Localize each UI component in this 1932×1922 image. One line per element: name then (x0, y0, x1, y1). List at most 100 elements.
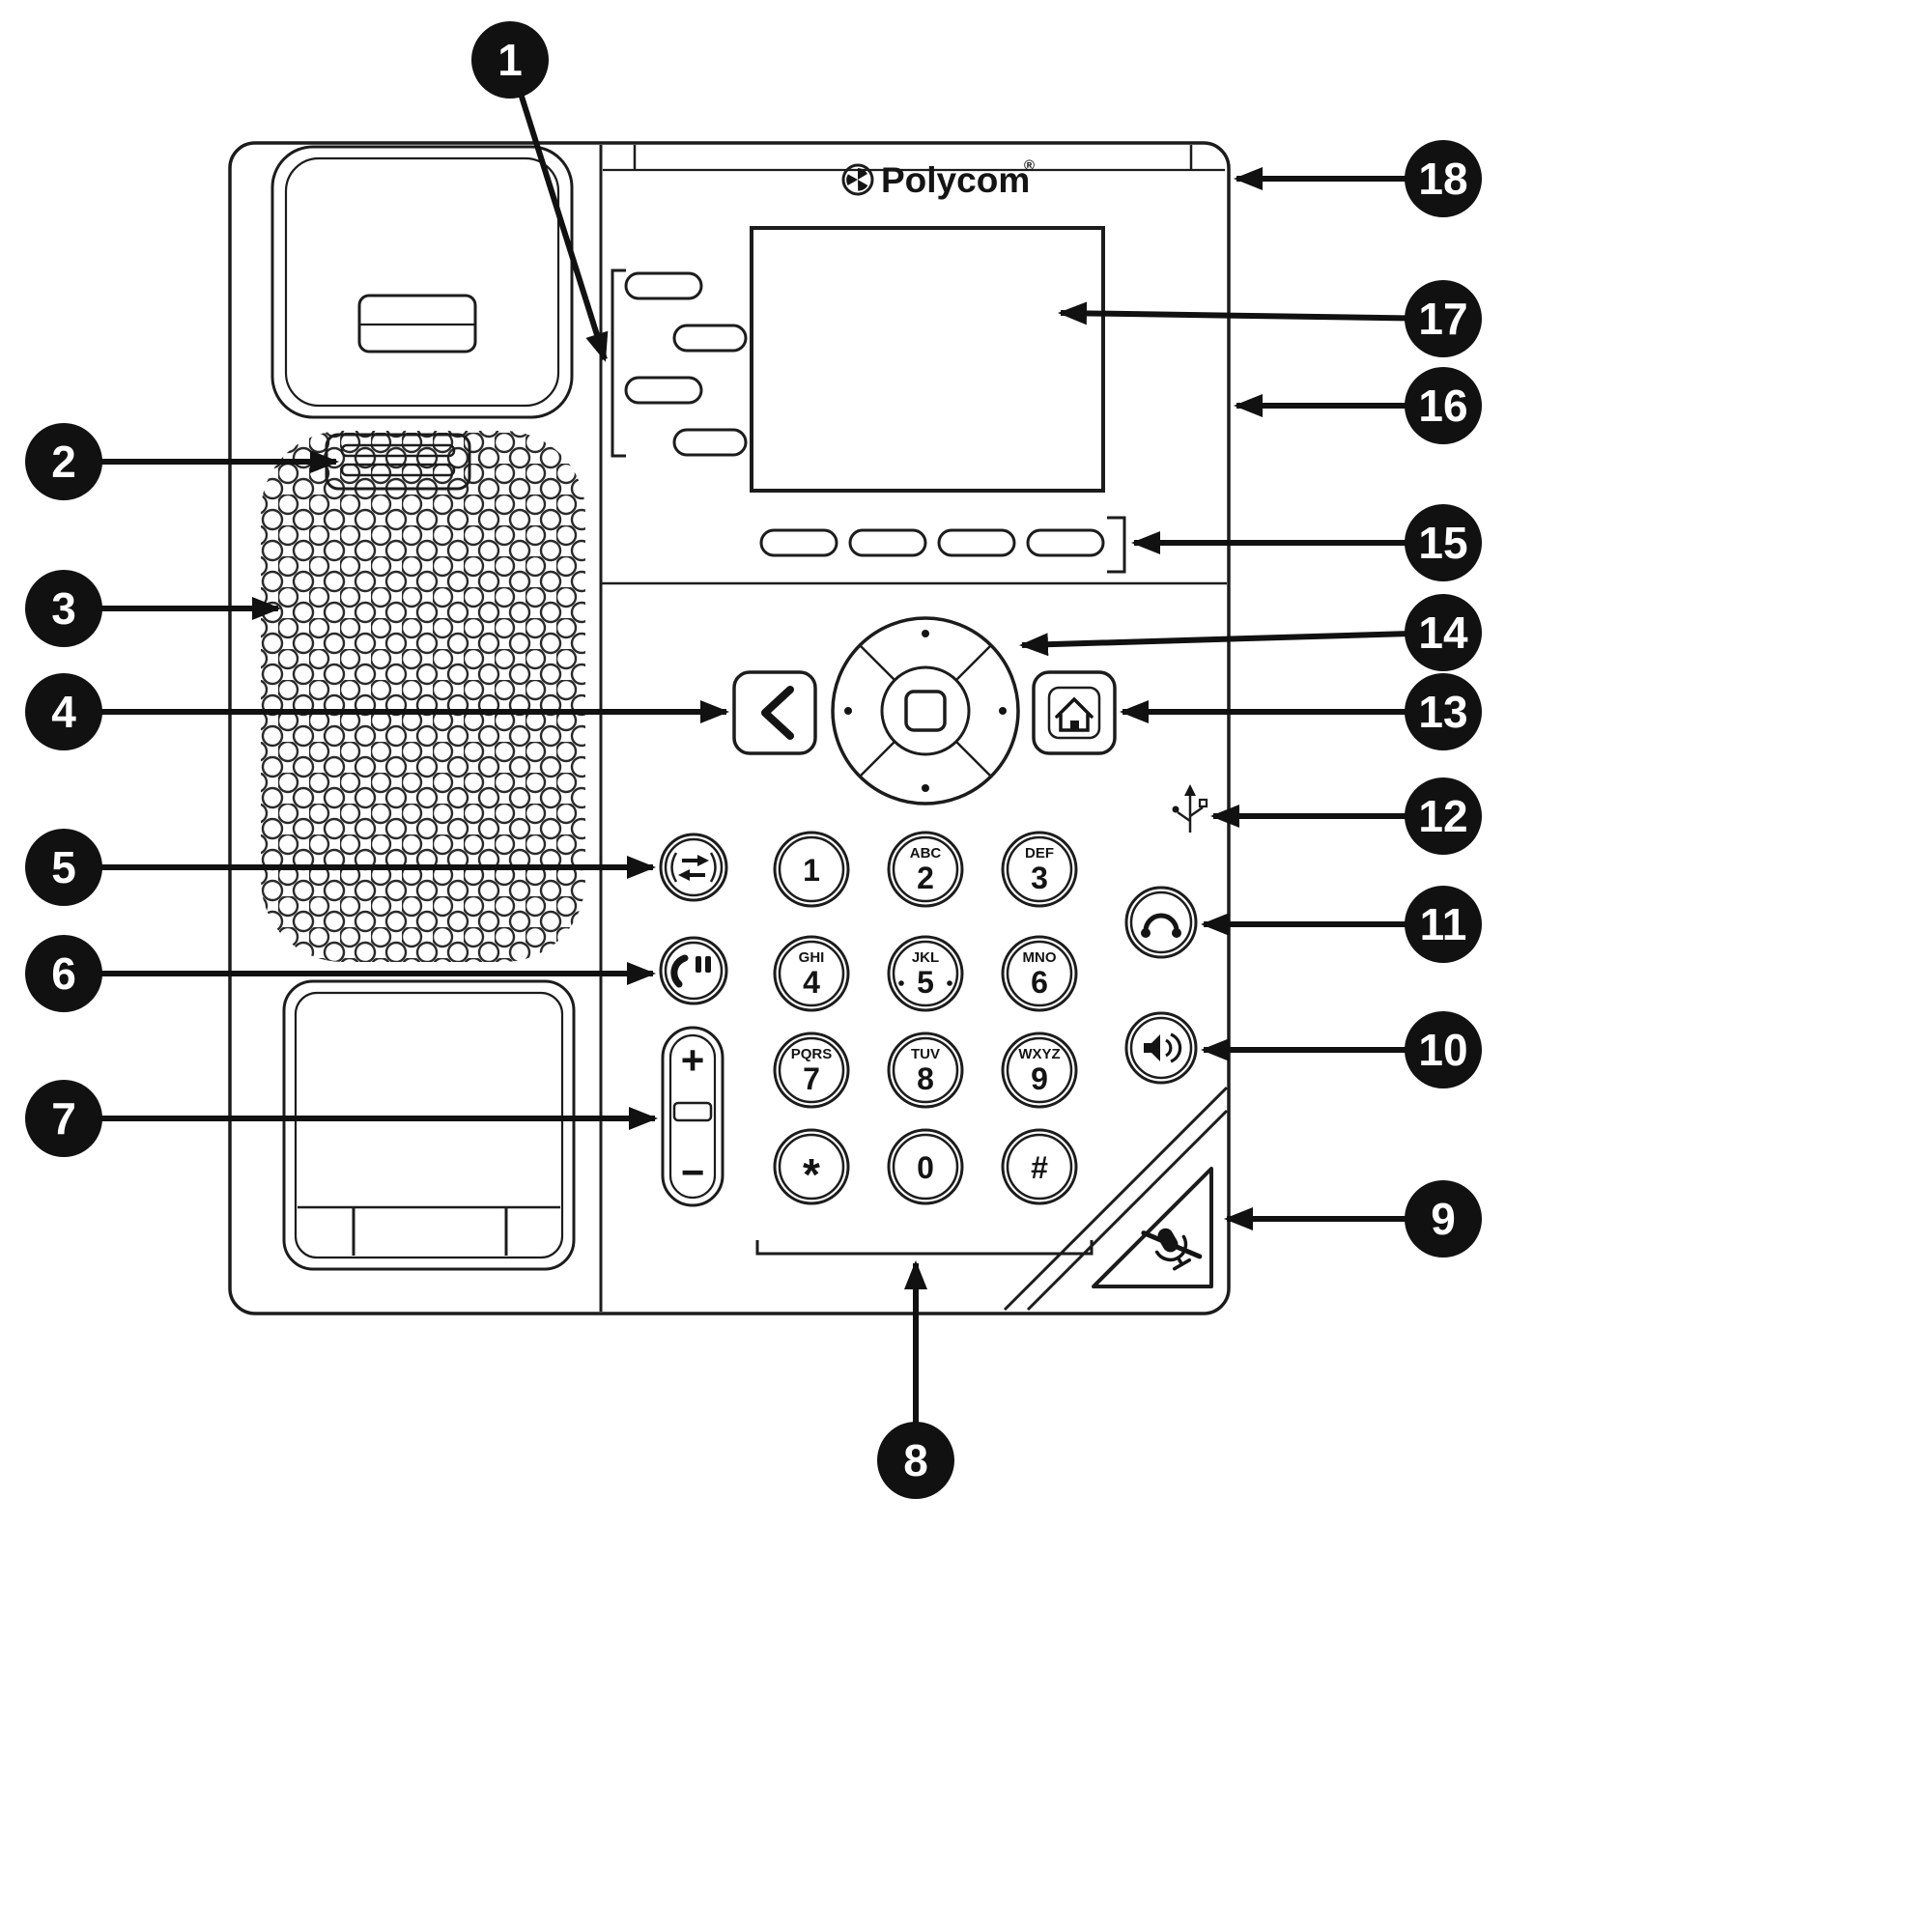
callout-14-number: 14 (1418, 608, 1468, 658)
nav-up-dot (922, 630, 929, 637)
key-digit: 9 (1031, 1061, 1048, 1096)
line-keys-bracket (611, 269, 626, 458)
tactile-dot (898, 980, 904, 986)
keypad-key-2[interactable]: ABC 2 (887, 831, 964, 908)
mute-key[interactable] (1003, 1086, 1229, 1312)
keypad-key-1[interactable]: 1 (773, 831, 850, 908)
keypad-key-7[interactable]: PQRS 7 (773, 1032, 850, 1109)
callout-13: 13 (1405, 673, 1482, 750)
callout-arrows (64, 59, 1444, 1460)
key-digit: # (1031, 1150, 1048, 1185)
nav-right-dot (999, 707, 1007, 715)
handset-cradle (282, 979, 576, 1271)
callout-13-number: 13 (1418, 687, 1467, 737)
callout-11: 11 (1405, 886, 1482, 963)
home-key[interactable] (1032, 670, 1117, 755)
callout-14: 14 (1405, 594, 1482, 671)
volume-up-label: + (681, 1037, 705, 1083)
select-key[interactable] (904, 690, 947, 732)
key-digit: 5 (917, 965, 934, 1000)
callout-badges: 1 2 3 4 5 6 7 8 9 10 11 12 13 14 15 16 1… (25, 21, 1482, 1499)
callout-6: 6 (25, 935, 102, 1012)
key-digit: 4 (803, 965, 820, 1000)
callout-15: 15 (1405, 504, 1482, 581)
callout-4-number: 4 (51, 687, 76, 737)
speakerphone-icon (1144, 1032, 1182, 1063)
transfer-icon (670, 852, 717, 883)
line-keys (611, 269, 748, 458)
keypad-key-3[interactable]: DEF 3 (1001, 831, 1078, 908)
soft-keys (759, 516, 1126, 574)
line-key-2[interactable] (672, 324, 748, 353)
callout-11-number: 11 (1420, 899, 1467, 949)
line-key-1[interactable] (624, 271, 703, 300)
callout-arrow-17 (1058, 301, 1444, 325)
callout-8: 8 (877, 1422, 954, 1499)
volume-rocker-ridge (672, 1101, 713, 1122)
key-letters: TUV (911, 1046, 940, 1062)
callout-1-number: 1 (497, 35, 523, 85)
callout-18: 18 (1405, 140, 1482, 217)
transfer-key[interactable] (659, 833, 728, 902)
callout-7-number: 7 (51, 1093, 76, 1144)
hold-key[interactable] (659, 936, 728, 1005)
keypad-key-8[interactable]: TUV 8 (887, 1032, 964, 1109)
callout-3-number: 3 (51, 583, 76, 634)
callout-17: 17 (1405, 280, 1482, 357)
volume-keys[interactable]: + − (661, 1026, 724, 1207)
callout-5-number: 5 (51, 842, 76, 892)
keypad-key-9[interactable]: WXYZ 9 (1001, 1032, 1078, 1109)
callout-12: 12 (1405, 777, 1482, 855)
nav-down-dot (922, 784, 929, 792)
key-letters: PQRS (791, 1046, 833, 1062)
line-key-3[interactable] (624, 376, 703, 405)
headset-key[interactable] (1124, 886, 1198, 959)
usb-icon (1172, 784, 1208, 833)
speakerphone-key[interactable] (1124, 1011, 1198, 1085)
screen (750, 226, 1105, 493)
soft-key-1[interactable] (759, 528, 838, 557)
soft-key-2[interactable] (848, 528, 927, 557)
key-digit: 7 (803, 1061, 820, 1096)
key-letters: JKL (912, 949, 939, 966)
soft-key-4[interactable] (1026, 528, 1105, 557)
keypad-key-4[interactable]: GHI 4 (773, 935, 850, 1012)
line-key-4[interactable] (672, 428, 748, 457)
key-digit: 3 (1031, 861, 1048, 895)
key-letters: MNO (1023, 949, 1057, 966)
key-letters: ABC (910, 845, 942, 862)
handset-rest (270, 145, 574, 419)
key-digit: 0 (917, 1150, 934, 1185)
home-icon (1047, 686, 1101, 740)
key-digit: 6 (1031, 965, 1048, 1000)
soft-keys-bracket (1107, 516, 1126, 574)
nav-left-dot (844, 707, 852, 715)
callout-arrow-14 (1019, 630, 1444, 657)
callout-3: 3 (25, 570, 102, 647)
keypad-key-6[interactable]: MNO 6 (1001, 935, 1078, 1012)
key-letters: WXYZ (1018, 1046, 1060, 1062)
callout-2: 2 (25, 423, 102, 500)
polycom-logo-icon (841, 163, 874, 196)
back-key[interactable] (732, 670, 817, 755)
keypad-key-0[interactable]: 0 (887, 1128, 964, 1205)
speaker-grille (261, 431, 585, 962)
soft-key-3[interactable] (937, 528, 1016, 557)
callout-9: 9 (1405, 1180, 1482, 1258)
headset-icon (1141, 913, 1181, 938)
keypad-key-star[interactable]: * (773, 1128, 850, 1205)
callout-4: 4 (25, 673, 102, 750)
callout-arrow-1 (507, 59, 609, 362)
navigation-cluster[interactable] (831, 616, 1020, 806)
back-icon (761, 686, 794, 740)
callout-6-number: 6 (51, 948, 76, 999)
keypad-key-pound[interactable]: # (1001, 1128, 1078, 1205)
key-digit: 1 (803, 853, 820, 888)
callout-8-number: 8 (903, 1435, 928, 1485)
brand-registered-mark: ® (1024, 157, 1035, 174)
volume-down-label: − (681, 1149, 705, 1195)
key-digit: 8 (917, 1061, 934, 1096)
hold-icon (670, 954, 711, 988)
keypad-key-5[interactable]: JKL 5 (887, 935, 964, 1012)
